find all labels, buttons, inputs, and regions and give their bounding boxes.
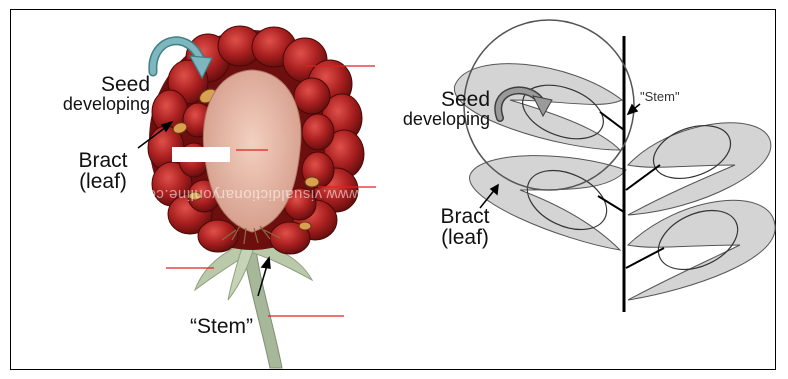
left-seed-label-line2: developing <box>40 95 150 113</box>
left-stem-label: “Stem” <box>190 316 253 337</box>
right-bract-label: Bract (leaf) <box>430 206 500 249</box>
right-seed-label: Seed developing <box>380 89 490 129</box>
left-seed-label-line1: Seed <box>40 74 150 95</box>
right-bract-label-line2: (leaf) <box>430 227 500 248</box>
left-seed-label: Seed developing <box>40 74 150 114</box>
left-bract-label-line2: (leaf) <box>68 171 138 192</box>
blank-label-box <box>172 147 230 162</box>
right-bract-label-line1: Bract <box>430 206 500 227</box>
right-stem-label: "Stem" <box>640 90 680 103</box>
schematic-diagram <box>454 20 775 312</box>
right-seed-label-line1: Seed <box>380 89 490 110</box>
left-bract-label-line1: Bract <box>68 150 138 171</box>
right-seed-label-line2: developing <box>380 110 490 128</box>
left-bract-label: Bract (leaf) <box>68 150 138 193</box>
watermark-text: www.visualdictionaryonline.com <box>134 186 361 203</box>
